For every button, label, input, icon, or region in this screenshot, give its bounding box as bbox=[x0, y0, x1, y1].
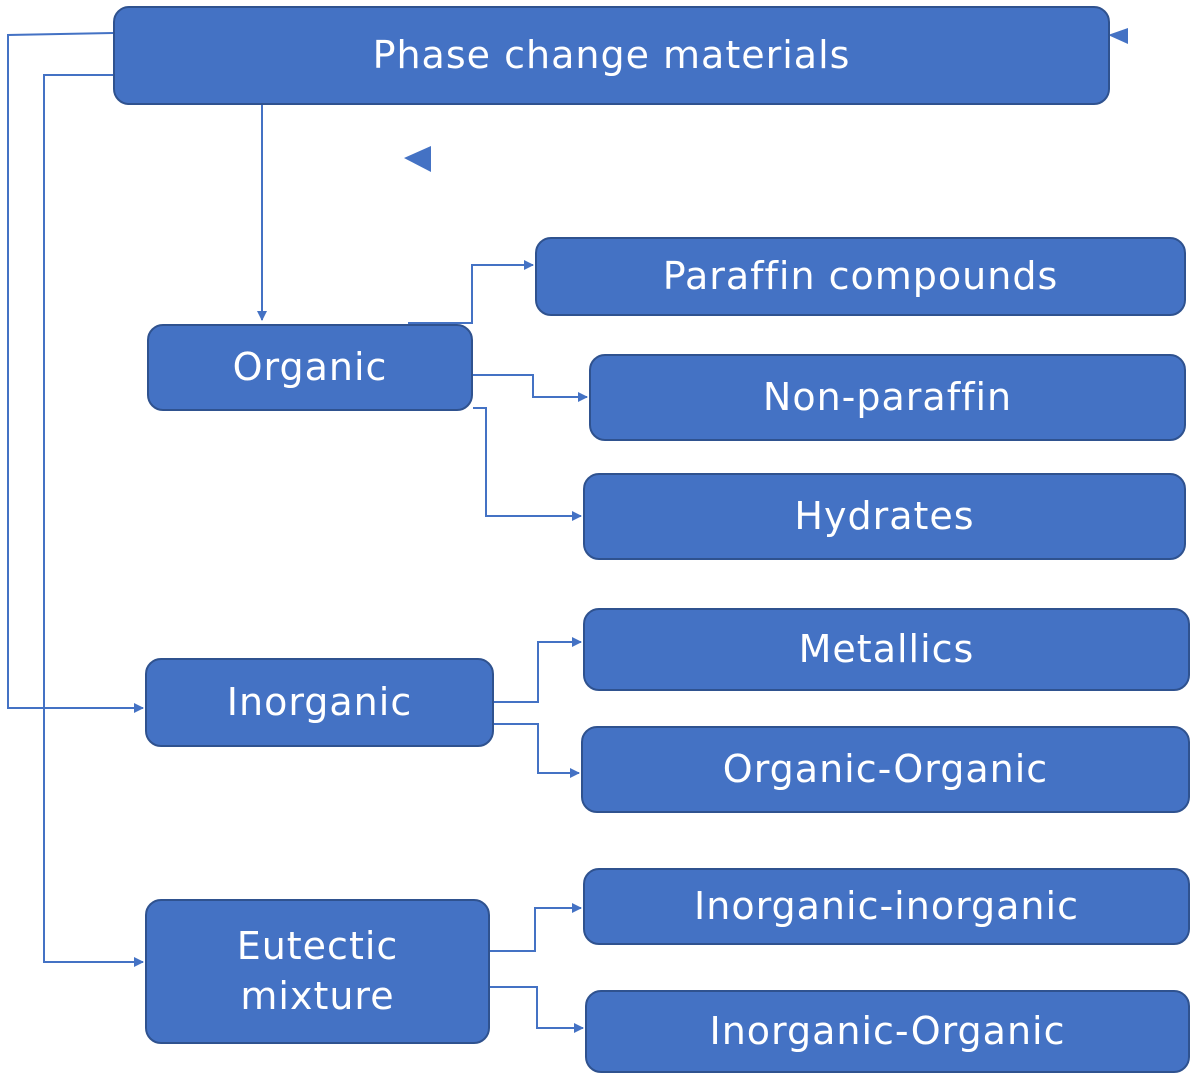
connector-root-inorganic bbox=[7, 32, 144, 713]
leaf-node-hydrates: Hydrates bbox=[583, 473, 1186, 560]
category-node-inorganic: Inorganic bbox=[145, 658, 494, 747]
connector-eutectic-inorginorg bbox=[490, 903, 582, 952]
leaf-node-non-paraffin: Non-paraffin bbox=[589, 354, 1186, 441]
connector-root-eutectic bbox=[43, 74, 144, 967]
connector-organic-nonparaffin bbox=[473, 374, 588, 402]
leaf-node-metallics: Metallics bbox=[583, 608, 1190, 691]
connector-organic-paraffin bbox=[408, 260, 534, 324]
leaf-node-inorganic-inorganic: Inorganic-inorganic bbox=[583, 868, 1190, 945]
leaf-node-inorganic-organic: Inorganic-Organic bbox=[585, 990, 1190, 1073]
decorative-arrow-center bbox=[404, 146, 431, 172]
root-node-phase-change-materials: Phase change materials bbox=[113, 6, 1110, 105]
category-node-organic: Organic bbox=[147, 324, 473, 411]
leaf-node-paraffin-compounds: Paraffin compounds bbox=[535, 237, 1186, 316]
category-node-eutectic-mixture: Eutectic mixture bbox=[145, 899, 490, 1044]
decorative-arrow-top-right bbox=[1108, 28, 1128, 44]
connector-eutectic-inorgorg bbox=[490, 986, 584, 1033]
connector-inorganic-metallics bbox=[494, 637, 582, 703]
leaf-node-organic-organic: Organic-Organic bbox=[581, 726, 1190, 813]
connector-organic-hydrates bbox=[473, 407, 582, 521]
connector-inorganic-orgorg bbox=[494, 723, 580, 778]
